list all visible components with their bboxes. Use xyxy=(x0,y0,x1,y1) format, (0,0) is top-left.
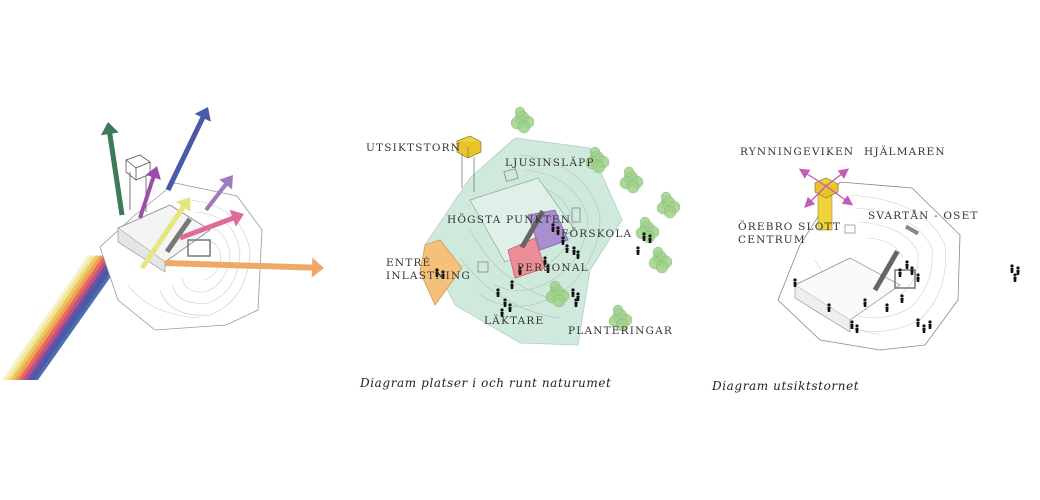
person-figure xyxy=(922,324,926,333)
pink-arrow xyxy=(179,209,244,241)
person-figure xyxy=(916,318,920,327)
green-arrow xyxy=(100,122,125,216)
person-figure xyxy=(561,236,565,245)
person-figure xyxy=(905,260,909,269)
person-figure xyxy=(928,320,932,329)
person-figure xyxy=(556,226,560,235)
rainbow-band xyxy=(30,255,124,380)
label-svartan-oset: SVARTÅN - OSET xyxy=(868,208,979,222)
dark-wall-left xyxy=(164,217,192,254)
tree-icon xyxy=(648,246,673,274)
person-figure xyxy=(508,303,512,312)
dark-wall-middle xyxy=(519,209,546,249)
person-figure xyxy=(648,234,652,243)
middle-diagram: UTSIKTSTORN LJUSINSLÄPP HÖGSTA PUNKTEN F… xyxy=(359,106,681,390)
person-figure xyxy=(1016,266,1020,275)
light-purple-arrow xyxy=(204,175,233,212)
label-orebro-slott: ÖREBRO SLOTT xyxy=(738,219,841,233)
blue-arrow xyxy=(165,107,211,192)
person-figure xyxy=(551,223,555,232)
rainbow-light-beam xyxy=(2,255,124,380)
label-utsiktstorn: UTSIKTSTORN xyxy=(366,142,461,154)
skylights xyxy=(477,168,581,273)
person-figure xyxy=(546,264,550,273)
person-figure xyxy=(496,288,500,297)
tree-icon xyxy=(608,304,633,332)
utsiktstorn-tower-right xyxy=(814,177,839,231)
tree-icon xyxy=(545,280,570,308)
label-entre: ENTRÉ xyxy=(386,255,431,269)
person-figure xyxy=(850,320,854,329)
view-arrows-left xyxy=(100,107,324,278)
person-figure xyxy=(571,288,575,297)
person-figure xyxy=(503,298,507,307)
person-figure xyxy=(863,298,867,307)
label-hjalmaren: HJÄLMAREN xyxy=(864,144,946,158)
tree-icon xyxy=(510,106,535,134)
people-figures-right xyxy=(793,260,1020,333)
tree-icon xyxy=(656,191,681,219)
label-rynningeviken: RYNNINGEVIKEN xyxy=(740,146,854,158)
label-laktare: LÄKTARE xyxy=(484,313,544,327)
person-figure xyxy=(793,278,797,287)
purple-arrow xyxy=(138,166,161,219)
caption-right: Diagram utsiktstornet xyxy=(711,379,859,393)
yellow-arrow xyxy=(139,197,191,270)
person-figure xyxy=(855,324,859,333)
person-figure xyxy=(898,268,902,277)
label-forskola: FÖRSKOLA xyxy=(561,226,632,240)
person-figure xyxy=(1010,264,1014,273)
person-figure xyxy=(885,303,889,312)
person-figure xyxy=(441,270,445,279)
person-figure xyxy=(916,273,920,282)
dark-wall-right xyxy=(872,249,900,292)
person-figure xyxy=(636,246,640,255)
right-diagram: RYNNINGEVIKEN HJÄLMAREN ÖREBRO SLOTT CEN… xyxy=(711,144,1020,393)
person-figure xyxy=(572,246,576,255)
person-figure xyxy=(900,294,904,303)
building-outline-right xyxy=(777,181,961,351)
person-figure xyxy=(576,250,580,259)
person-figure xyxy=(565,244,569,253)
person-figure xyxy=(574,298,578,307)
person-figure xyxy=(1013,273,1017,282)
person-figure xyxy=(827,303,831,312)
person-figure xyxy=(910,266,914,275)
person-figure xyxy=(518,266,522,275)
orange-arrow xyxy=(164,257,324,278)
label-ljusinslapp: LJUSINSLÄPP xyxy=(505,155,595,169)
label-planteringar: PLANTERINGAR xyxy=(568,325,673,337)
entre-zone xyxy=(419,239,463,306)
tree-icon xyxy=(585,146,610,174)
person-figure xyxy=(435,268,439,277)
person-figure xyxy=(500,308,504,317)
roof-slab-right xyxy=(794,257,901,321)
tree-icon xyxy=(635,216,660,244)
people-figures-middle xyxy=(435,223,652,317)
person-figure xyxy=(510,280,514,289)
trees xyxy=(510,106,681,332)
view-direction-arrows-right xyxy=(798,168,854,208)
person-figure xyxy=(642,232,646,241)
caption-middle: Diagram platser i och runt naturumet xyxy=(359,376,611,390)
label-centrum: CENTRUM xyxy=(738,234,806,246)
label-hogsta-punkt: HÖGSTA PUNKTEN xyxy=(447,212,571,226)
tree-icon xyxy=(619,166,644,194)
label-inlastning: INLASTNING xyxy=(386,270,471,282)
left-diagram xyxy=(2,107,324,380)
utsiktstorn-tower-middle xyxy=(456,135,482,192)
person-figure xyxy=(543,256,547,265)
label-personal: PERSONAL xyxy=(517,262,589,274)
